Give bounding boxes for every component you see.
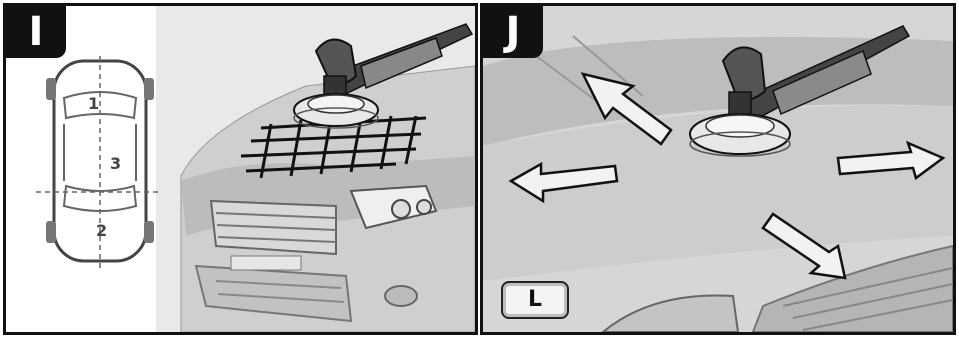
panel-i: I — [3, 3, 478, 335]
panel-i-label: I — [6, 6, 66, 58]
zone-3-label: 3 — [110, 154, 121, 173]
panel-i-illustration: 1 3 2 — [6, 6, 475, 332]
zone-2-label: 2 — [96, 221, 107, 240]
car-topview-icon: 1 3 2 — [36, 56, 158, 268]
zone-1-label: 1 — [88, 94, 99, 113]
key-l-label: L — [501, 281, 569, 319]
panel-j: J — [480, 3, 956, 335]
panel-j-label: J — [483, 6, 543, 58]
